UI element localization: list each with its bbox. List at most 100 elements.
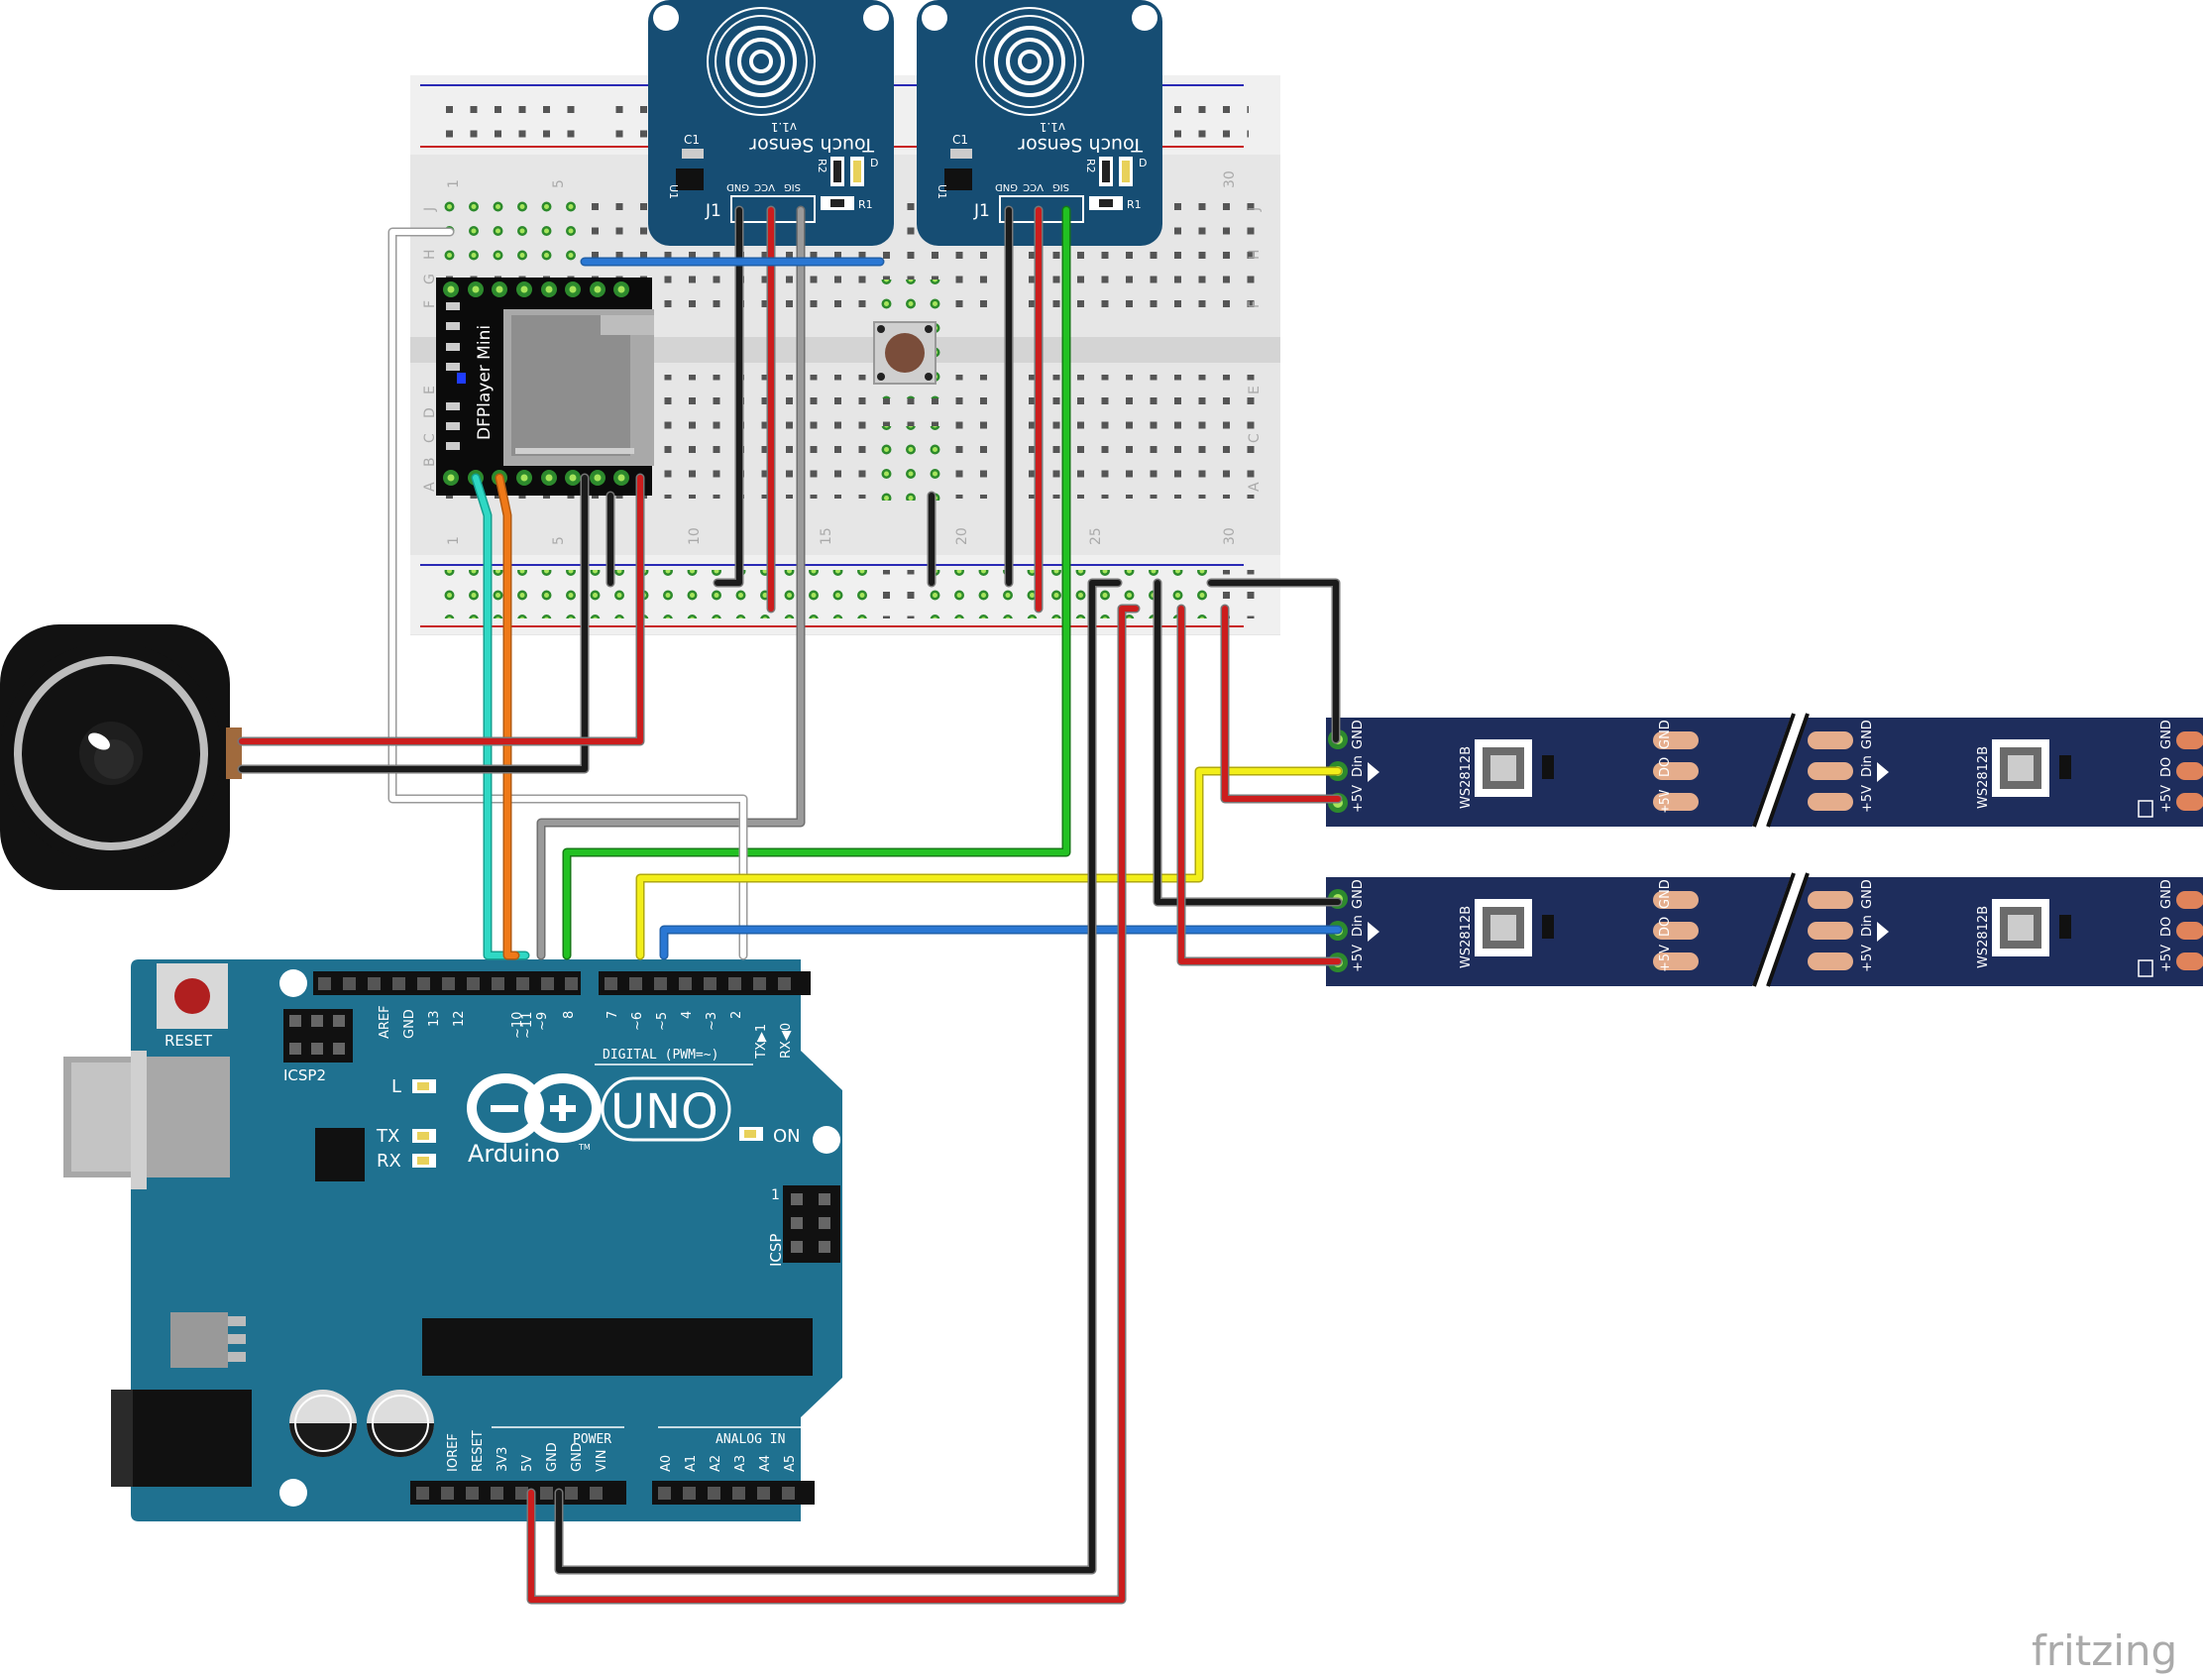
push-button[interactable]	[873, 321, 936, 385]
bb-row-letter: B	[422, 457, 438, 467]
led-rx-label: RX	[377, 1151, 401, 1172]
digital-pin-label: 8	[562, 1011, 577, 1019]
tm-label: TM	[578, 1143, 591, 1152]
bb-col-number: 20	[954, 527, 970, 545]
wire-red[interactable]	[239, 475, 643, 744]
bb-row-letter: G	[422, 274, 438, 284]
analog-label: ANALOG IN	[716, 1432, 785, 1447]
pin-label-5v: +5V	[1860, 785, 1875, 813]
u1-label: U1	[667, 184, 680, 199]
led-strip-2: WS2812B WS2812B +5V Din GND +5V DO GND +…	[1326, 872, 2203, 987]
wire-blue[interactable]	[659, 925, 1343, 960]
pin-label-gnd: GND	[1860, 720, 1875, 749]
wire-green[interactable]	[564, 207, 1069, 958]
pin-label-din: Din	[1860, 755, 1875, 777]
touch-sensor-2: Touch Sensor v1.1 C1 U1 R2 D R1 J1 GND V…	[917, 0, 1162, 246]
j1-label: J1	[973, 201, 990, 221]
bb-row-letter: J	[1247, 207, 1263, 212]
pin-label-5v: +5V	[1658, 945, 1673, 972]
pin-label-do: DO	[1658, 917, 1673, 937]
bb-row-letter: H	[1247, 249, 1263, 260]
touch-sensor-title: Touch Sensor	[749, 134, 875, 156]
icsp2-label: ICSP2	[283, 1066, 326, 1084]
digital-pin-label: ~5	[655, 1012, 670, 1031]
bb-row-letter: F	[1247, 300, 1263, 308]
pin-label-gnd: GND	[1658, 879, 1673, 909]
power-pin-label: GND	[545, 1442, 560, 1472]
pin-label-gnd: GND	[1658, 720, 1673, 749]
r1-label: R1	[1127, 198, 1142, 211]
pin-label-gnd: GND	[1351, 720, 1366, 749]
j1-label: J1	[705, 201, 721, 221]
pin-label-do: DO	[1658, 757, 1673, 777]
wire-gray[interactable]	[538, 207, 804, 958]
bb-row-letter: C	[1247, 433, 1263, 443]
power-pin-label: VIN	[595, 1450, 609, 1472]
wire-black[interactable]	[1208, 580, 1339, 742]
wire-orange[interactable]	[496, 475, 518, 958]
pin-label-do: DO	[2159, 917, 2174, 937]
led-chip	[1475, 739, 1554, 797]
brand-label: Arduino	[468, 1140, 560, 1168]
wire-red[interactable]	[1176, 604, 1343, 966]
bb-col-number: 5	[551, 179, 567, 188]
r2-label: R2	[1084, 159, 1097, 173]
wire-red[interactable]	[1222, 606, 1341, 802]
digital-pin-label: AREF	[378, 1005, 392, 1039]
pin-label-5v: +5V	[1658, 789, 1673, 813]
capacitor-icon	[367, 1390, 434, 1457]
wire-black[interactable]	[556, 580, 1121, 1573]
touch-sensor-version: v1.1	[1040, 120, 1065, 134]
power-pin-label: GND	[570, 1442, 585, 1472]
pin-label-5v: +5V	[2159, 945, 2174, 972]
wire-yellow[interactable]	[637, 768, 1341, 958]
c1-label: C1	[952, 133, 968, 147]
pin-label-din: Din	[1351, 755, 1366, 777]
led-chip	[1992, 899, 2071, 956]
analog-pin-label: A0	[659, 1455, 674, 1472]
icsp-label: ICSP	[767, 1234, 785, 1267]
analog-pin-label: A2	[709, 1455, 723, 1472]
touch-sensor-1: Touch Sensor v1.1 C1 U1 R2 D R1 J1 GND V…	[648, 0, 894, 246]
dfplayer-label: DFPlayer Mini	[475, 325, 495, 440]
power-pin-label: IOREF	[446, 1433, 461, 1472]
pin-label-gnd: GND	[1860, 879, 1875, 909]
pin-label-5v: +5V	[2159, 785, 2174, 813]
reset-button[interactable]	[157, 963, 228, 1029]
digital-label: DIGITAL (PWM=~)	[603, 1048, 718, 1063]
u1-label: U1	[936, 184, 948, 199]
fritzing-watermark: fritzing	[2032, 1626, 2177, 1675]
led-chip	[1992, 739, 2071, 797]
touch-pad-icon	[975, 7, 1084, 116]
digital-pin-label: ~6	[630, 1012, 645, 1031]
speaker	[0, 624, 242, 890]
r1-label: R1	[858, 198, 873, 211]
digital-pin-label: ~3	[705, 1012, 719, 1031]
wire-black[interactable]	[239, 475, 588, 772]
digital-pin-label: 7	[606, 1011, 620, 1019]
touch-sensor-version: v1.1	[771, 120, 797, 134]
wire-red[interactable]	[528, 606, 1139, 1603]
pin-label-gnd: GND	[1351, 879, 1366, 909]
wire-black[interactable]	[715, 207, 742, 586]
wire-black[interactable]	[1155, 580, 1341, 905]
bb-col-number: 30	[1222, 527, 1238, 545]
digital-pin-label: 12	[452, 1010, 467, 1027]
pin-label-5v: +5V	[1351, 945, 1366, 972]
led-chip	[1475, 899, 1554, 956]
led-tx-label: TX	[376, 1126, 399, 1147]
pin-label-5v: +5V	[1860, 945, 1875, 972]
capacitor-icon	[289, 1390, 357, 1457]
bb-col-number: 1	[446, 536, 462, 545]
wire-white[interactable]	[389, 229, 746, 958]
led-on-label: ON	[773, 1126, 801, 1147]
bb-row-letter: H	[422, 249, 438, 260]
pin-label-din: Din	[1351, 915, 1366, 937]
bb-col-number: 5	[551, 536, 567, 545]
wire-red[interactable]	[1178, 606, 1341, 964]
led-strip-1: WS2812B WS2812B +5V Din GND +5V DO GND +…	[1326, 713, 2203, 828]
bb-row-letter: J	[422, 207, 438, 212]
analog-pin-label: A4	[758, 1455, 773, 1472]
wire-blue[interactable]	[661, 927, 1341, 958]
